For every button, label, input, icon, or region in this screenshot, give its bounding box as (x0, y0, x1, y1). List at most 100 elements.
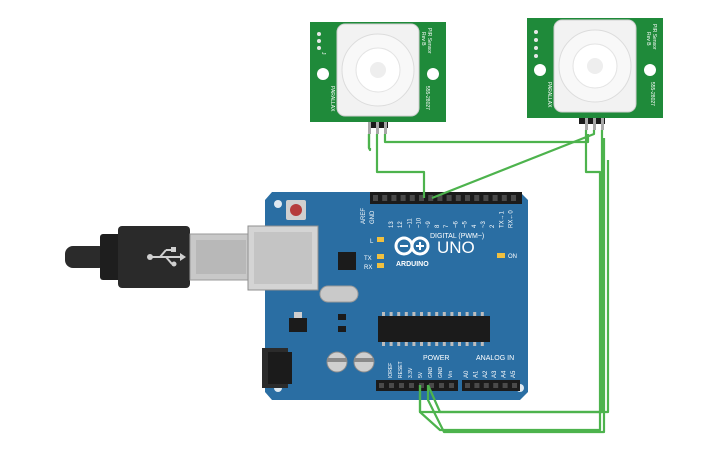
digital-header-hole[interactable] (465, 195, 470, 201)
power-header-hole[interactable] (429, 383, 434, 388)
power-pin-label: 3.3V (408, 367, 414, 378)
led-l (377, 237, 384, 242)
power-header-hole[interactable] (449, 383, 454, 388)
wire-5v[interactable] (418, 160, 610, 414)
digital-header-hole[interactable] (419, 195, 424, 201)
chip-pin (450, 342, 454, 346)
chip-pin (465, 342, 469, 346)
chip-pin (382, 312, 385, 316)
chip-pin (389, 312, 393, 316)
digital-header-hole[interactable] (474, 195, 480, 201)
pir-sensor-2[interactable]: PIR Sensor Rev B 555-28027 PARALLAX (527, 18, 663, 124)
digital-header-hole[interactable] (373, 195, 378, 201)
digital-header-hole[interactable] (400, 195, 406, 201)
digital-pin-label: ~5 (463, 220, 469, 228)
digital-pin-label: ~6 (453, 220, 459, 228)
chip-pin (465, 312, 469, 316)
wires (367, 130, 610, 434)
aref-label: AREF (361, 208, 367, 224)
wire-sensor1-gnd[interactable] (383, 134, 590, 144)
analog-header-hole[interactable] (474, 383, 480, 388)
chip-pin (450, 312, 454, 316)
digital-pin-label: 12 (398, 221, 404, 228)
chip-pin (427, 312, 431, 316)
power-label: POWER (423, 355, 449, 362)
digital-header-hole[interactable] (382, 195, 388, 201)
power-header-hole[interactable] (389, 383, 394, 388)
power-header-hole[interactable] (419, 383, 424, 388)
sensor-name: PIR Sensor (426, 28, 432, 54)
analog-in-label: ANALOG IN (476, 355, 514, 362)
sensor-brand: PARALLAX (546, 82, 552, 108)
digital-header-hole[interactable] (492, 195, 498, 201)
sensor-header (579, 118, 605, 124)
chip-pin (389, 342, 393, 346)
usb-cable (65, 226, 249, 288)
wire-sensor2-signal[interactable] (431, 130, 596, 200)
analog-header-hole[interactable] (502, 383, 508, 388)
crystal-oscillator (319, 285, 359, 303)
digital-header-hole[interactable] (455, 195, 461, 201)
digital-header-hole[interactable] (483, 195, 489, 201)
digital-pin-label: TX→1 (499, 210, 505, 228)
voltage-regulator (289, 318, 307, 332)
digital-pin-label: RX←0 (509, 210, 515, 228)
power-header-hole[interactable] (409, 383, 414, 388)
analog-header-hole[interactable] (512, 383, 517, 388)
sensor-brand: PARALLAX (329, 86, 335, 112)
power-header-hole[interactable] (399, 383, 404, 388)
led-on-label: ON (508, 254, 517, 260)
sensor-name: PIR Sensor (651, 24, 657, 50)
analog-pin-label: A3 (492, 370, 498, 378)
wire-sensor1-power[interactable] (367, 134, 372, 152)
analog-header-hole[interactable] (493, 383, 499, 388)
digital-header-hole[interactable] (391, 195, 397, 201)
usb-chip (338, 252, 356, 270)
digital-pin-label: 7 (444, 224, 450, 228)
analog-pin-label: A4 (502, 370, 508, 378)
chip-pin (435, 342, 439, 346)
chip-pin (473, 312, 477, 316)
power-pin-label: Vin (448, 371, 454, 378)
chip-pin (427, 342, 431, 346)
digital-pin-label: 4 (472, 224, 478, 228)
power-header-hole[interactable] (439, 383, 444, 388)
wire-gnd[interactable] (426, 138, 606, 434)
analog-header-hole[interactable] (483, 383, 489, 388)
digital-pin-label: ~9 (426, 220, 432, 228)
usb-icon (147, 247, 186, 267)
digital-header-hole[interactable] (446, 195, 452, 201)
digital-header-hole[interactable] (428, 195, 434, 201)
chip-pin (397, 312, 401, 316)
analog-pin-label: A2 (483, 370, 489, 378)
chip-pin (412, 342, 416, 346)
power-pin-label: IOREF (388, 363, 394, 378)
chip-pin (458, 312, 461, 316)
digital-header-hole[interactable] (409, 195, 415, 201)
chip-pin (420, 342, 423, 346)
digital-pin-label: ~3 (481, 220, 487, 228)
led-rx (377, 263, 384, 268)
power-pin-label: GND (438, 367, 444, 379)
digital-header-hole[interactable] (511, 195, 516, 201)
digital-header-hole[interactable] (501, 195, 507, 201)
board-model: UNO (437, 238, 475, 257)
digital-pin-label: 2 (490, 224, 496, 228)
power-header[interactable] (376, 380, 458, 391)
chip-pin (480, 342, 484, 346)
wire-sensor1-signal[interactable] (375, 134, 426, 198)
gnd-label: GND (370, 210, 376, 224)
digital-header-hole[interactable] (437, 195, 443, 201)
chip-pin (442, 342, 446, 346)
board-brand: ARDUINO (396, 261, 429, 268)
analog-header-hole[interactable] (465, 383, 470, 388)
power-header-hole[interactable] (379, 383, 384, 388)
sensor-2-pins (585, 118, 604, 130)
pir-sensor-1[interactable]: J PIR Sensor Rev B 555-28027 PARALLAX (310, 22, 446, 128)
chip-pin (442, 312, 446, 316)
chip-pin (404, 312, 408, 316)
chip-pin (382, 342, 385, 346)
analog-header[interactable] (462, 380, 520, 391)
led-on (497, 253, 505, 258)
